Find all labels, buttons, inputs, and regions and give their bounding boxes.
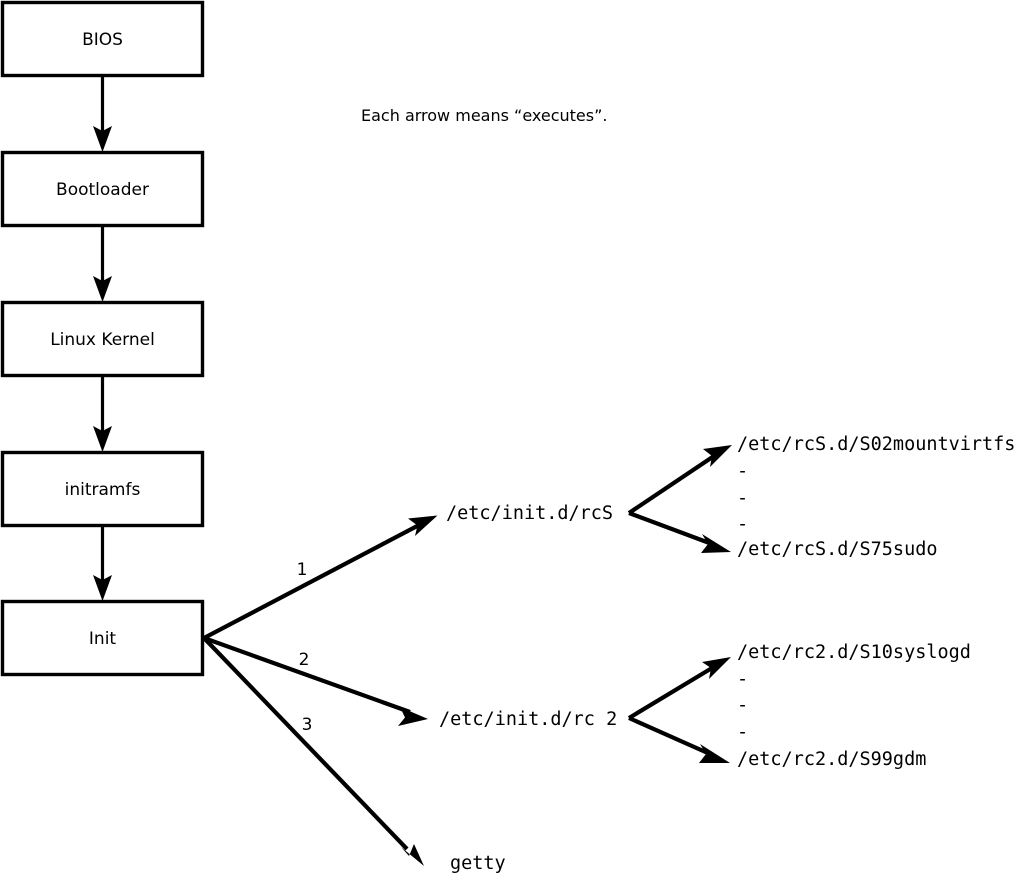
branch-3-number: 3	[302, 715, 313, 735]
arrowhead-bootloader-kernel	[93, 276, 112, 302]
rc2-ellipsis-2: -	[737, 695, 748, 716]
rcs-ellipsis-1: -	[737, 461, 748, 482]
arrowhead-branch-1	[408, 515, 438, 536]
arrow-rcs-to-last-script	[628, 511, 731, 553]
node-linux-kernel[interactable]: Linux Kernel	[0, 300, 205, 378]
arrow-bios-to-bootloader	[93, 76, 112, 152]
rc2-ellipsis-1: -	[737, 669, 748, 690]
caption-text: Each arrow means “executes”.	[361, 106, 607, 125]
rc2-ellipsis-3: -	[737, 722, 748, 743]
arrowhead-kernel-initramfs	[93, 426, 112, 452]
node-bootloader[interactable]: Bootloader	[0, 150, 205, 228]
arrow-initramfs-to-init	[93, 526, 112, 601]
arrowhead-branch-2	[398, 707, 428, 726]
branch-1-label: /etc/init.d/rcS	[446, 503, 613, 524]
bios-label: BIOS	[82, 30, 123, 50]
bios-box[interactable]	[0, 0, 205, 78]
init-label: Init	[89, 629, 117, 649]
bootloader-label: Bootloader	[56, 180, 149, 200]
arrow-rc2-to-first-script	[627, 657, 731, 720]
node-init[interactable]: Init	[0, 599, 205, 677]
branch-3-label: getty	[450, 853, 506, 874]
node-bios[interactable]: BIOS	[0, 0, 205, 78]
initramfs-label: initramfs	[65, 480, 141, 500]
arrowhead-rc2-last	[699, 744, 730, 763]
rc2-last-script-label: /etc/rc2.d/S99gdm	[737, 749, 926, 770]
linux-kernel-box[interactable]	[0, 300, 205, 378]
arrow-rc2-to-last-script	[628, 716, 730, 763]
arrowhead-branch-3	[401, 844, 424, 866]
arrowhead-rcs-first	[703, 445, 732, 467]
arrow-init-branch-2	[203, 636, 428, 726]
arrow-rcs-to-first-script	[627, 445, 732, 515]
bootloader-box[interactable]	[0, 150, 205, 228]
rcs-ellipsis-2: -	[737, 488, 748, 509]
arrowhead-rc2-first	[702, 657, 731, 679]
rcs-last-script-label: /etc/rcS.d/S75sudo	[737, 539, 937, 560]
arrow-kernel-to-initramfs	[93, 376, 112, 452]
initramfs-box[interactable]	[0, 450, 205, 528]
linux-kernel-label: Linux Kernel	[50, 330, 155, 350]
node-initramfs[interactable]: initramfs	[0, 450, 205, 528]
branch-2-label: /etc/init.d/rc 2	[439, 709, 617, 730]
branch-2-number: 2	[299, 650, 310, 670]
rc2-first-script-label: /etc/rc2.d/S10syslogd	[737, 642, 971, 663]
rcs-first-script-label: /etc/rcS.d/S02mountvirtfs	[737, 434, 1015, 455]
branch-1-number: 1	[297, 560, 308, 580]
arrow-init-branch-1	[203, 515, 438, 640]
arrow-bootloader-to-kernel	[93, 226, 112, 302]
arrow-init-branch-3	[202, 636, 424, 866]
rcs-ellipsis-3: -	[737, 514, 748, 535]
arrowhead-rcs-last	[701, 534, 731, 553]
arrowhead-bios-bootloader	[93, 126, 112, 152]
arrowhead-initramfs-init	[93, 575, 112, 601]
init-box[interactable]	[0, 599, 205, 677]
